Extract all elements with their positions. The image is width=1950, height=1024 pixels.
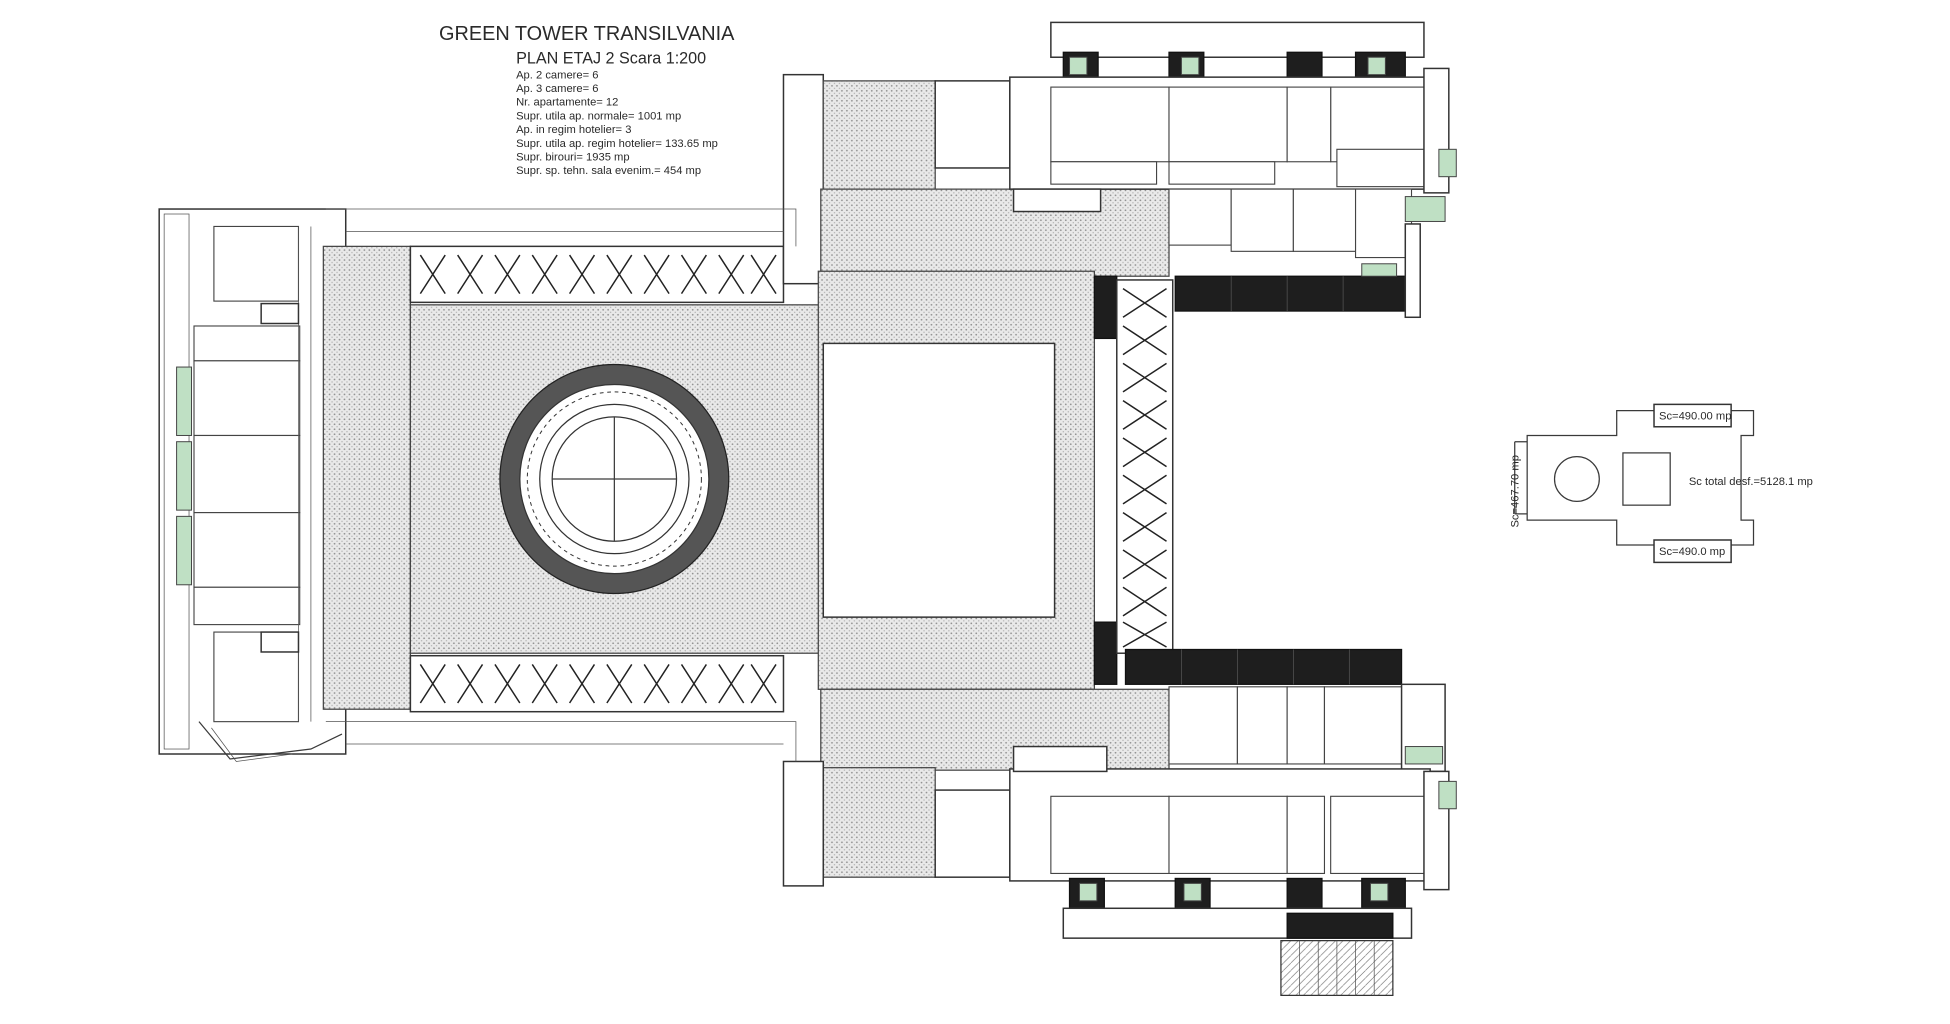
central-hall [782,73,1170,887]
key-plan-area-bottom: Sc=490.0 mp [1659,546,1725,558]
site-outline [325,208,797,762]
key-plan-area-left: Sc=467.70 mp [1509,455,1521,527]
plan-subtitle: PLAN ETAJ 2 Scara 1:200 [516,49,706,67]
stat-line: Supr. birouri= 1935 mp [516,152,629,164]
stat-line: Ap. 3 camere= 6 [516,83,598,95]
south-east-wing [1009,648,1457,997]
stat-line: Ap. in regim hotelier= 3 [516,124,631,136]
title-block: GREEN TOWER TRANSILVANIA PLAN ETAJ 2 Sca… [439,23,735,177]
central-atrium [409,245,822,713]
stat-line: Ap. 2 camere= 6 [516,69,598,81]
stat-line: Supr. sp. tehn. sala evenim.= 454 mp [516,165,701,177]
west-circulation [322,245,412,710]
stat-line: Nr. apartamente= 12 [516,97,618,109]
stat-line: Supr. utila ap. normale= 1001 mp [516,110,681,122]
east-truss [1116,279,1174,654]
top-truss [419,254,777,295]
bottom-truss [419,664,777,704]
west-wing [158,208,347,762]
north-east-wing [1009,21,1457,319]
key-plan-area-top: Sc=490.00 mp [1659,410,1731,422]
stat-line: Supr. utila ap. regim hotelier= 133.65 m… [516,138,718,150]
key-plan: Sc=490.00 mp Sc=490.0 mp Sc total desf.=… [1509,403,1813,564]
key-plan-area-total: Sc total desf.=5128.1 mp [1689,476,1813,488]
plan-title: GREEN TOWER TRANSILVANIA [439,23,735,45]
